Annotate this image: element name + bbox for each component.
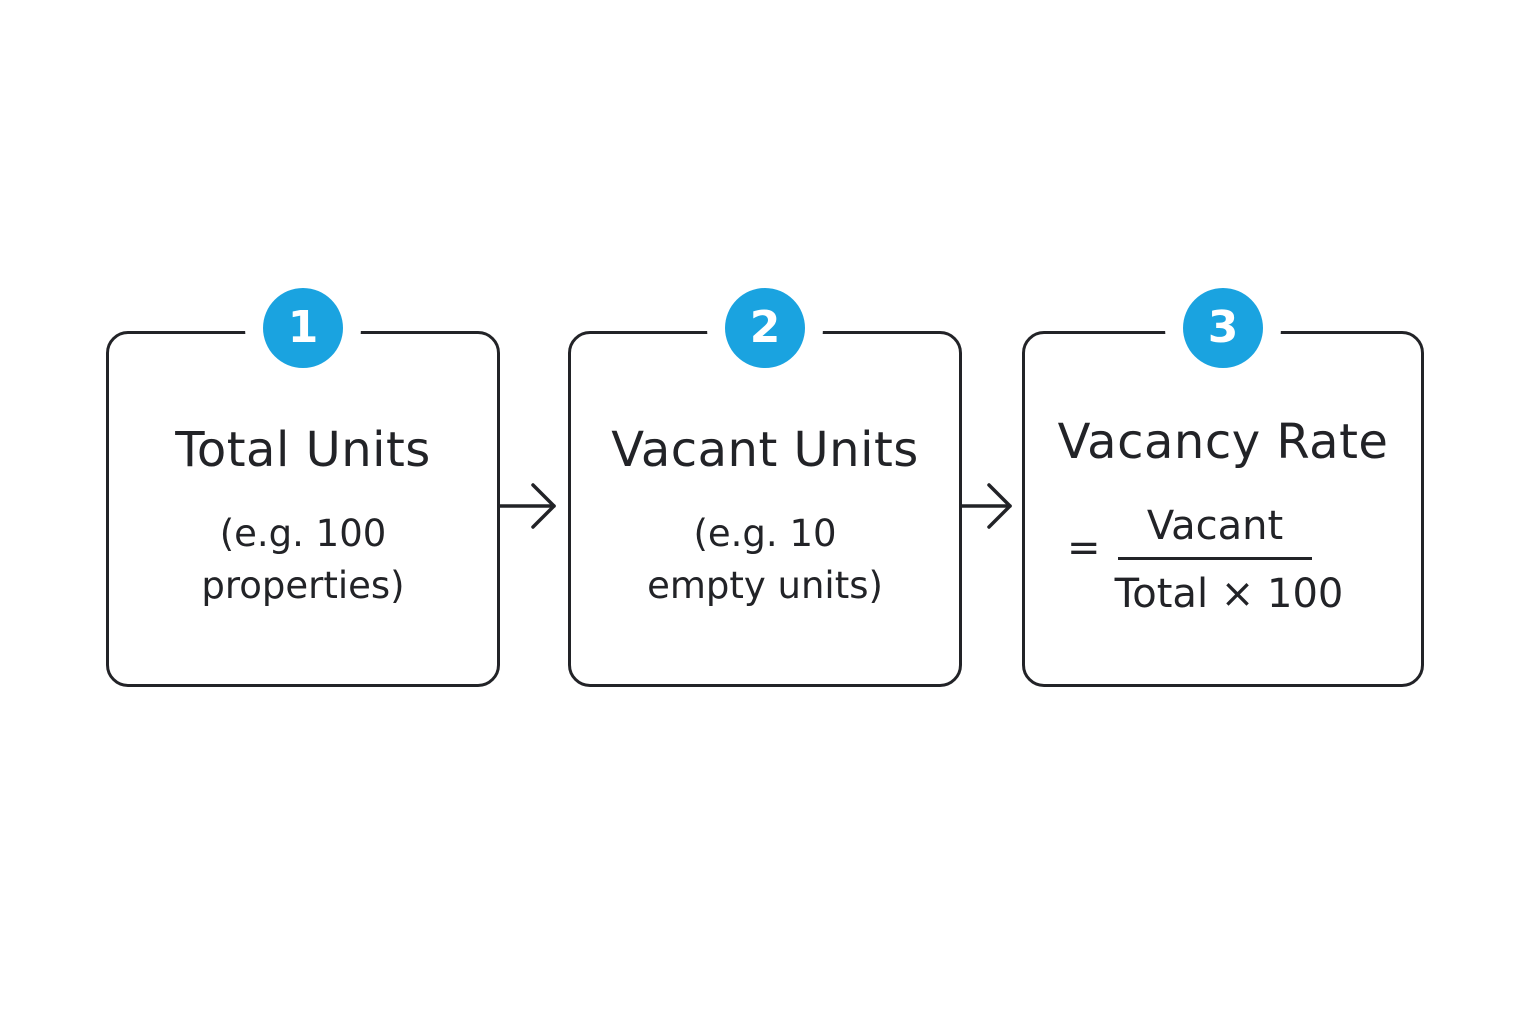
formula-numerator: Vacant — [1146, 503, 1284, 549]
step-box-total-units: 1 Total Units (e.g. 100 properties) — [106, 288, 500, 687]
step-number-badge: 1 — [263, 288, 343, 368]
step-number-badge: 3 — [1183, 288, 1263, 368]
formula-denominator: Total × 100 — [1114, 571, 1344, 617]
step-example: (e.g. 100 properties) — [109, 508, 497, 612]
step-example-line: (e.g. 10 — [693, 512, 837, 555]
step-example-line: empty units) — [647, 564, 883, 607]
arrow-right-icon — [499, 483, 556, 529]
step-box-vacant-units: 2 Vacant Units (e.g. 10 empty units) — [568, 288, 962, 687]
step-number-badge: 2 — [725, 288, 805, 368]
step-box-vacancy-rate: 3 Vacancy Rate = Vacant Total × 100 — [1022, 288, 1424, 687]
step-example-line: (e.g. 100 — [219, 512, 387, 555]
step-title: Vacancy Rate — [1057, 414, 1389, 470]
formula-equals-sign: = — [1067, 525, 1101, 571]
step-title: Total Units — [175, 422, 431, 478]
step-example: (e.g. 10 empty units) — [571, 508, 959, 612]
arrow-right-icon — [960, 483, 1012, 529]
step-example-line: properties) — [201, 564, 405, 607]
formula-fraction-bar — [1118, 557, 1312, 560]
step-title: Vacant Units — [611, 422, 919, 478]
